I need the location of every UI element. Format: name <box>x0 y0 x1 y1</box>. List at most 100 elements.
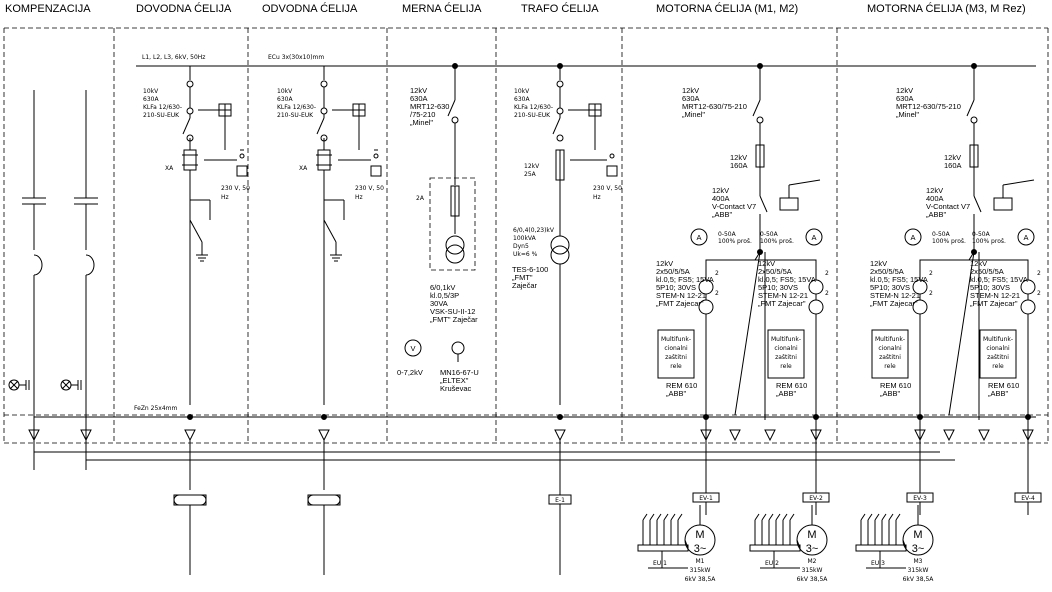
terminal-arrow <box>318 429 330 442</box>
mc1-contactor-label: V-Contact V7 <box>712 202 756 211</box>
disconnector-contact <box>451 116 459 124</box>
mc2-contactor-label: 12kV <box>926 186 943 195</box>
merna-vt-label: 30VA <box>430 299 448 308</box>
disconnector-blade <box>182 117 191 135</box>
relay-box <box>979 329 1017 379</box>
mc2-fuse-label: 160A <box>944 161 962 170</box>
mc1-contactor-label: 400A <box>712 194 730 203</box>
motor-m3-symbol: M <box>913 529 922 541</box>
bus-connection <box>320 80 328 88</box>
trafo-fuse-label: 25A <box>524 171 537 178</box>
mc2-ct-label-2: „FMT Zajecar" <box>970 299 1018 308</box>
mc1-ct-number-a: 2 <box>825 270 829 277</box>
dovodna-supply-label: Hz <box>221 194 229 201</box>
mc2-disconnector-label: „Minel" <box>896 110 919 119</box>
motor-m1-heater-lead <box>656 513 662 521</box>
vt-winding <box>445 235 465 255</box>
ground-bar-label: FeZn 25x4mm <box>134 405 177 412</box>
mc2-ct-label-1: kl.0,5; FS5; 15VA <box>870 275 928 284</box>
ct-core <box>1020 299 1036 315</box>
cable-termination <box>307 494 341 506</box>
mc1-disconnector-label: „Minel" <box>682 110 705 119</box>
mc2-relay-label-2: cionalni <box>986 345 1010 352</box>
motor-m1-rating: 6kV 38,5A <box>685 576 717 583</box>
cable-termination <box>173 494 207 506</box>
odvodna-breaker-label: 10kV <box>277 88 293 95</box>
motor-m2-symbol: M <box>807 529 816 541</box>
mc2-branch <box>919 259 1029 270</box>
odvodna-breaker-label: 210-SU-EUK <box>277 112 314 119</box>
coil-symbol <box>33 254 43 276</box>
merna-disconnector-label: 630A <box>410 94 428 103</box>
motor-m3-heater-lead <box>881 513 887 521</box>
mc2-ct-label-2: 5P10; 30VS <box>970 283 1010 292</box>
mc1-ct-number-a: 2 <box>715 270 719 277</box>
mc2-ct-label-2: kl.0,5; FS5; 15VA <box>970 275 1028 284</box>
mc2-relay-model-1: REM 610 <box>880 381 911 390</box>
terminal-arrow <box>700 429 712 442</box>
disconnector-contact <box>756 116 764 124</box>
ct-core <box>808 299 824 315</box>
motor-m2-heater-lead <box>789 513 795 521</box>
dovodna-xa-label: XA <box>165 165 174 172</box>
selector-switch <box>451 341 465 355</box>
mc2-output-2: EV-4 <box>1021 495 1035 502</box>
mc1-ammeter-range-2: 100% proš. <box>760 238 794 245</box>
motor-m3-heater-feed <box>902 539 907 549</box>
contactor-blade <box>759 195 768 213</box>
trafo-breaker-label: 210-SU-EUK <box>514 112 551 119</box>
motor-m3-name: M3 <box>914 558 923 565</box>
mc1-ct-number-b: 2 <box>825 290 829 297</box>
mc1-ct-number-b: 2 <box>715 290 719 297</box>
motor-m1-power: 315kW <box>690 567 711 574</box>
wire <box>788 179 821 186</box>
mc1-relay-label-2: cionalni <box>774 345 798 352</box>
mc2-ammeter-range-1: 100% proš. <box>932 238 966 245</box>
mc2-relay-label-2: Multifunk- <box>983 336 1013 343</box>
terminal-arrow <box>28 429 40 442</box>
mc1-fuse-label: 160A <box>730 161 748 170</box>
disconnector-contact <box>970 116 978 124</box>
contactor-blade <box>973 195 982 213</box>
disconnector-contact <box>320 107 328 115</box>
mc2-ct-label-1: STEM-N 12-21 <box>870 291 920 300</box>
merna-vt-label: VSK-SU-II-12 <box>430 307 475 316</box>
relay-box <box>767 329 805 379</box>
motor-m3-heater-lead <box>874 513 880 521</box>
transformer-winding <box>550 235 570 255</box>
dovodna-supply-label: 230 V, 50 <box>221 185 250 192</box>
mc1-contactor-label: „ABB" <box>712 210 733 219</box>
motor-m2-heater-lead <box>782 513 788 521</box>
motor-m2-heater-lead <box>754 513 760 521</box>
cell-header-3: ODVODNA ĆELIJA <box>262 2 358 15</box>
cable-termination <box>173 494 207 506</box>
mc1-fuse-label: 12kV <box>730 153 747 162</box>
trafo-rating-label: 6/0,4(0,23)kV <box>513 227 555 234</box>
wire <box>9 380 19 390</box>
mc1-relay-label-2: rele <box>780 363 792 370</box>
terminal-arrow <box>184 429 196 442</box>
trafo-breaker-label: 630A <box>514 96 530 103</box>
current-transformer <box>183 149 197 171</box>
motor-m1-heater-lead <box>642 513 648 521</box>
mc1-disconnector-label: 12kV <box>682 86 699 95</box>
motor-m2-eu-label: EU 2 <box>765 560 779 567</box>
current-transformer <box>317 149 331 171</box>
motor-m1-phase: 3~ <box>694 543 707 555</box>
mc2-ammeter-2-symbol: A <box>1023 233 1028 242</box>
mc1-ct-label-1: STEM-N 12-21 <box>656 291 706 300</box>
trafo-rating-label: 100kVA <box>513 235 537 242</box>
terminal-arrow <box>1022 429 1034 442</box>
motor-m2-terminal-block <box>749 544 801 552</box>
wire <box>968 251 975 261</box>
mc2-relay-label-1: zaštitni <box>879 354 901 361</box>
mc1-ct-label-2: 5P10; 30VS <box>758 283 798 292</box>
mc1-relay-label-1: zaštitni <box>665 354 687 361</box>
cable-termination <box>307 494 341 506</box>
mc1-ammeter-range-1: 0-50A <box>718 231 737 238</box>
trafo-supply-label: Hz <box>593 194 601 201</box>
motor-m1-name: M1 <box>696 558 705 565</box>
mc1-relay-label-2: zaštitni <box>775 354 797 361</box>
vt-winding <box>445 244 465 264</box>
busbar-label-odvodna: ECu 3x(30x10)mm <box>268 54 324 61</box>
